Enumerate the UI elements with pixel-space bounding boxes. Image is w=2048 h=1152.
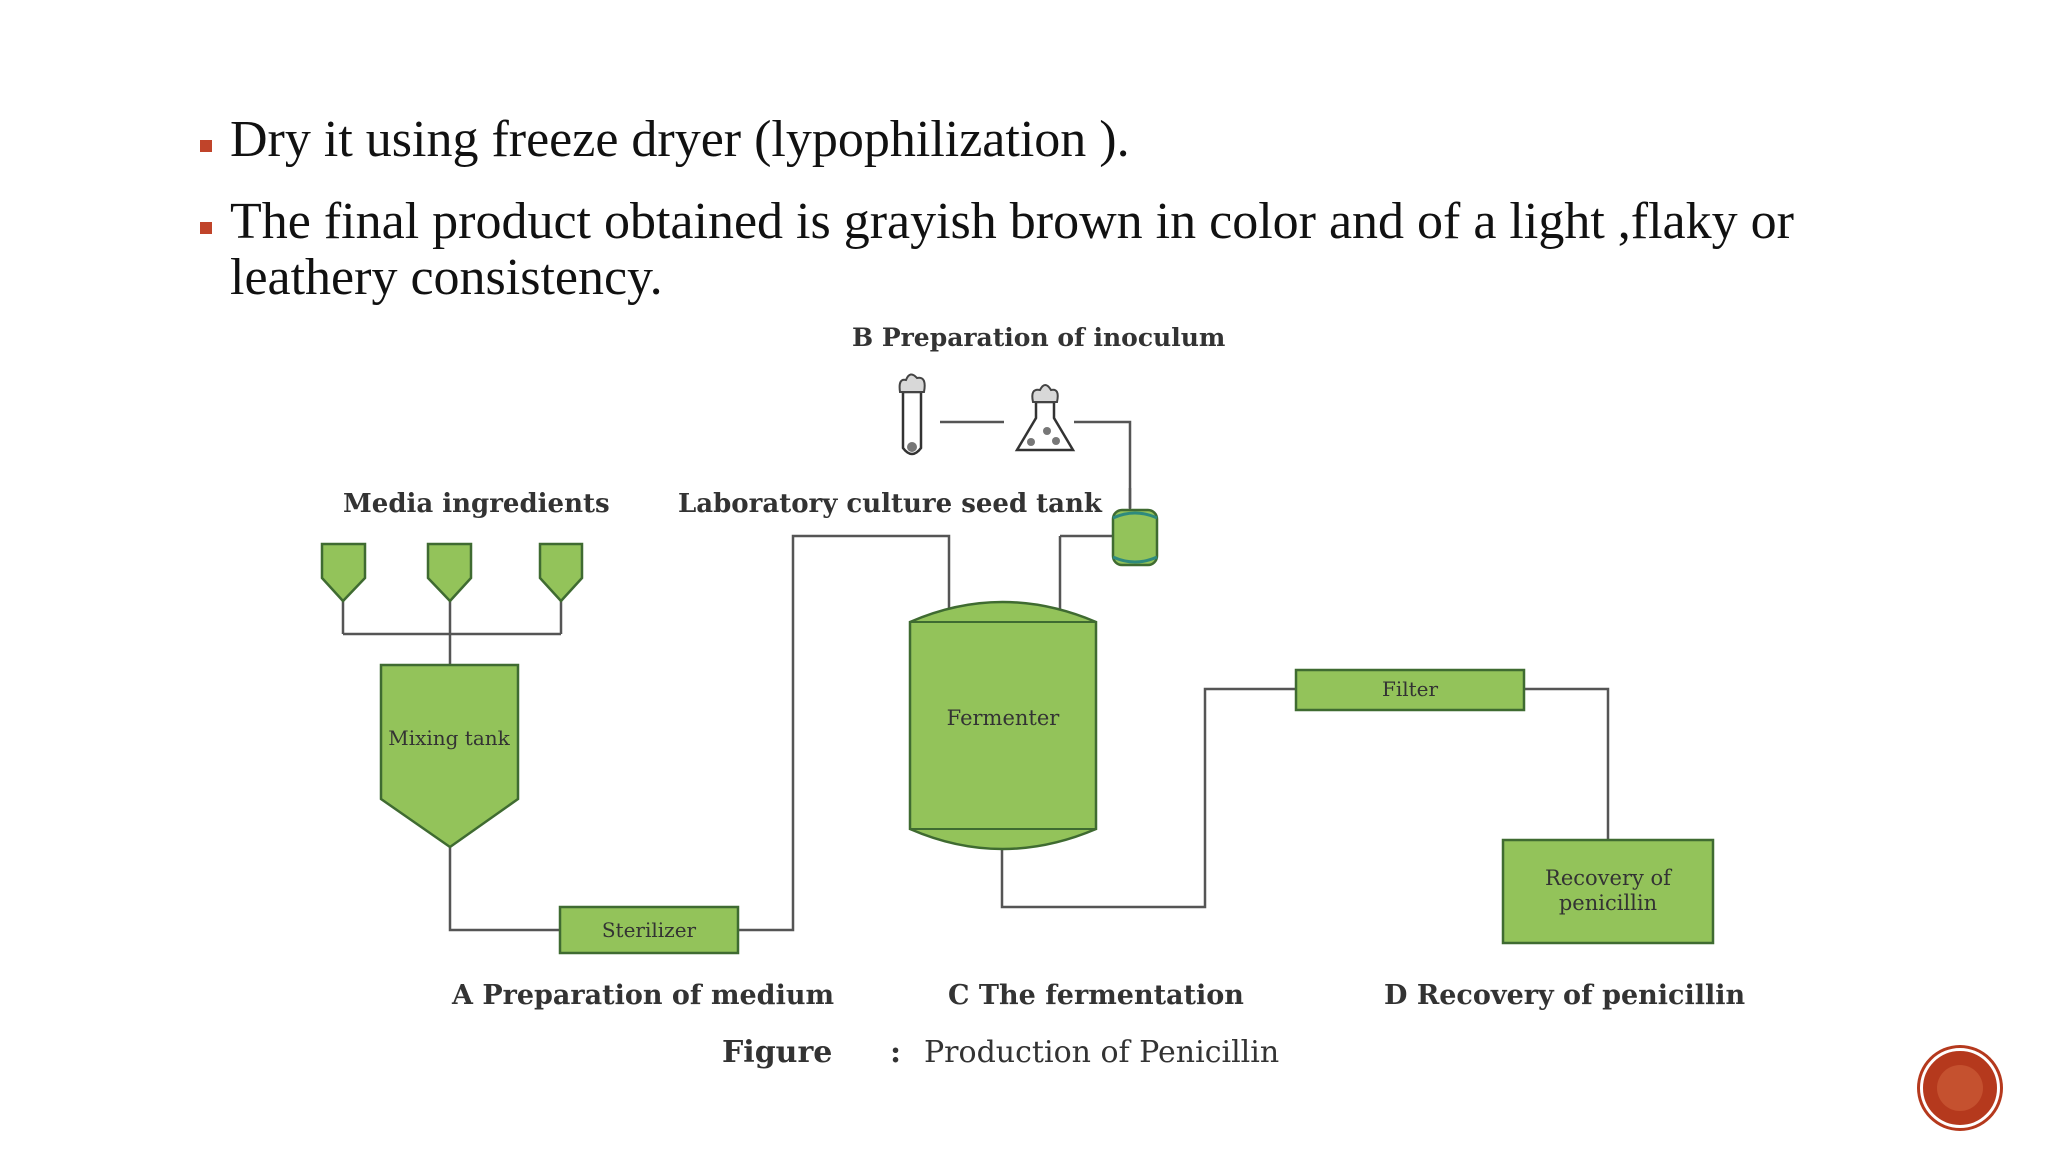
pipe	[1524, 687, 1610, 840]
pipe	[738, 534, 951, 932]
seed-tank-cap	[1112, 511, 1158, 520]
flask-bubble	[1043, 427, 1051, 435]
seed-tank-cap	[1112, 555, 1158, 564]
section-a-label: A Preparation of medium	[451, 980, 834, 1011]
flask-bubble	[1027, 438, 1035, 446]
mixing-tank-label: Mixing tank	[388, 726, 510, 750]
section-d-label: D Recovery of penicillin	[1384, 980, 1745, 1011]
slide-nav-button-face	[1937, 1065, 1983, 1111]
lab-culture-label: Laboratory culture seed tank	[678, 489, 1103, 519]
media-ingredients-label: Media ingredients	[343, 489, 610, 519]
mixing-tank	[379, 663, 520, 849]
flask-plug	[1031, 384, 1059, 403]
figure-caption: Production of Penicillin	[924, 1035, 1279, 1070]
bullet-item: Dry it using freeze dryer (lypophilizati…	[196, 112, 1896, 168]
pipe	[448, 840, 560, 932]
seed-tank	[1111, 508, 1159, 567]
hopper	[426, 542, 473, 603]
hopper	[320, 542, 367, 603]
sterilizer-label: Sterilizer	[602, 918, 697, 942]
filter-label: Filter	[1382, 677, 1439, 701]
flask-bubble	[1052, 437, 1060, 445]
bullet-text: Dry it using freeze dryer (lypophilizati…	[230, 111, 1130, 168]
fermenter-label: Fermenter	[947, 706, 1061, 730]
recovery-box-label: Recovery of	[1545, 866, 1673, 890]
bullet-item: The final product obtained is grayish br…	[196, 194, 1896, 306]
flask-glass	[1014, 400, 1076, 452]
recovery-box	[1501, 838, 1715, 945]
slide-nav-button[interactable]	[1920, 1048, 2000, 1128]
test-tube-sample	[907, 442, 917, 452]
filter-box	[1294, 668, 1526, 712]
flask-icon	[1014, 384, 1076, 452]
media-hoppers	[320, 542, 584, 603]
figure-label: Figure	[722, 1035, 832, 1070]
pipe	[1000, 687, 1296, 909]
recovery-box-label: penicillin	[1559, 891, 1657, 915]
bullet-text: The final product obtained is grayish br…	[230, 193, 1794, 306]
bullet-marker	[200, 222, 212, 234]
hopper	[538, 542, 584, 603]
bullet-list: Dry it using freeze dryer (lypophilizati…	[196, 112, 1896, 332]
test-tube-icon	[898, 373, 926, 456]
bullet-marker	[200, 140, 212, 152]
sterilizer-box	[558, 905, 740, 955]
figure-separator: :	[890, 1035, 901, 1070]
test-tube-glass	[901, 390, 923, 456]
seed-tank-body	[1111, 508, 1159, 567]
section-b-title: B Preparation of inoculum	[852, 323, 1225, 352]
pipe	[1074, 420, 1132, 508]
section-c-label: C The fermentation	[948, 980, 1244, 1011]
test-tube-plug	[898, 373, 926, 393]
